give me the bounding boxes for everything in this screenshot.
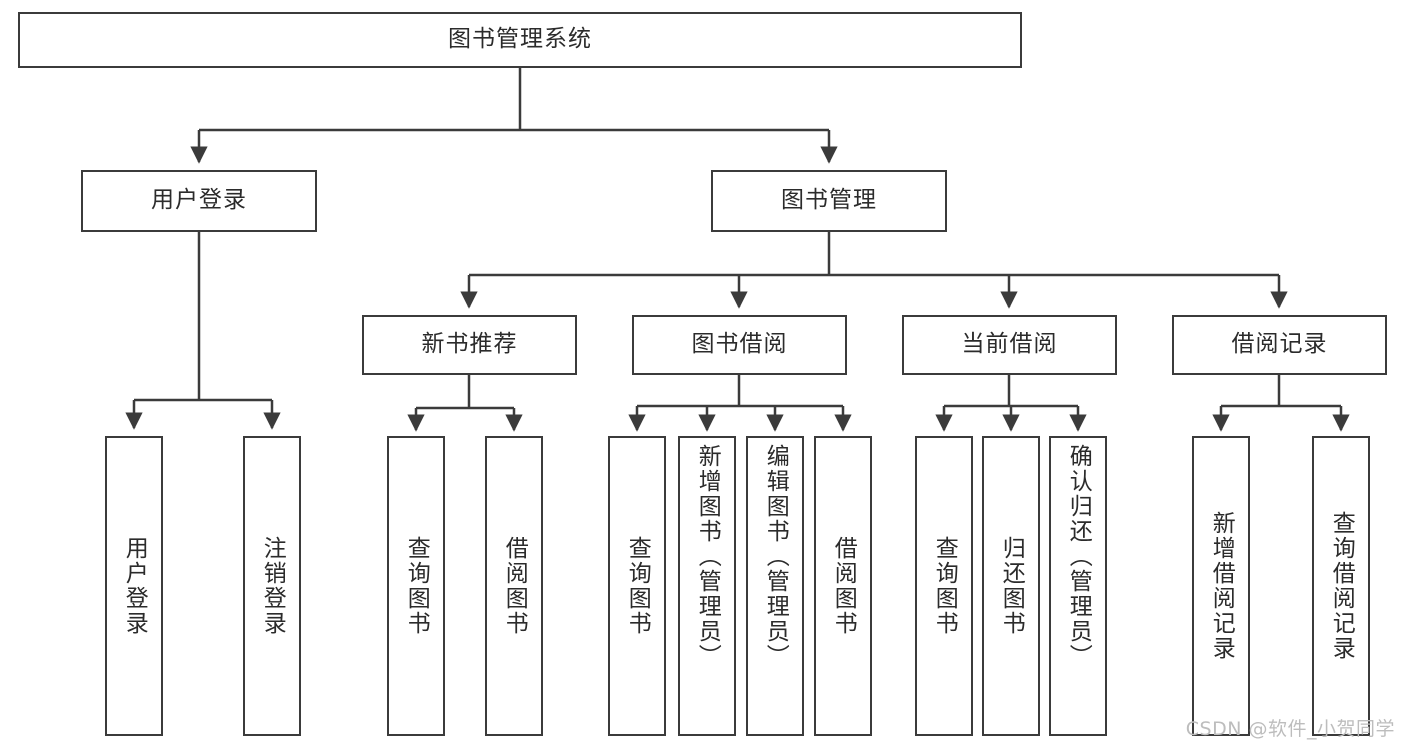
node-leaf-query-book-borrow-label: 查询图书 xyxy=(624,536,651,636)
node-leaf-query-book-recommend-label: 查询图书 xyxy=(403,536,430,636)
node-leaf-query-book-recommend[interactable]: 查询图书 xyxy=(387,436,445,736)
node-leaf-confirm-return-admin-label: 确认归还（管理员） xyxy=(1065,444,1092,669)
node-leaf-confirm-return-admin[interactable]: 确认归还（管理员） xyxy=(1049,436,1107,736)
node-leaf-query-borrow-record[interactable]: 查询借阅记录 xyxy=(1312,436,1370,736)
node-leaf-add-borrow-record-label: 新增借阅记录 xyxy=(1208,511,1235,661)
node-leaf-borrow-book[interactable]: 借阅图书 xyxy=(814,436,872,736)
node-user-login-label: 用户登录 xyxy=(151,187,247,214)
node-current-borrow-label: 当前借阅 xyxy=(961,331,1058,358)
node-leaf-return-book-label: 归还图书 xyxy=(998,536,1025,636)
node-borrow-records-label: 借阅记录 xyxy=(1231,331,1328,358)
node-book-borrow[interactable]: 图书借阅 xyxy=(632,315,847,375)
node-book-management-label: 图书管理 xyxy=(781,187,877,214)
node-leaf-borrow-book-recommend-label: 借阅图书 xyxy=(501,536,528,636)
node-current-borrow[interactable]: 当前借阅 xyxy=(902,315,1117,375)
node-leaf-borrow-book-recommend[interactable]: 借阅图书 xyxy=(485,436,543,736)
node-root-label: 图书管理系统 xyxy=(448,26,592,53)
node-leaf-user-login-label: 用户登录 xyxy=(121,536,148,636)
node-new-book-recommend[interactable]: 新书推荐 xyxy=(362,315,577,375)
watermark-text: CSDN @软件_小贺同学 xyxy=(1185,718,1395,740)
node-leaf-edit-book-admin[interactable]: 编辑图书（管理员） xyxy=(746,436,804,736)
node-leaf-query-borrow-record-label: 查询借阅记录 xyxy=(1328,511,1355,661)
node-borrow-records[interactable]: 借阅记录 xyxy=(1172,315,1387,375)
node-book-borrow-label: 图书借阅 xyxy=(691,331,788,358)
node-leaf-add-book-admin-label: 新增图书（管理员） xyxy=(694,444,721,669)
node-leaf-query-book-current-label: 查询图书 xyxy=(931,536,958,636)
node-leaf-borrow-book-label: 借阅图书 xyxy=(830,536,857,636)
node-leaf-user-login[interactable]: 用户登录 xyxy=(105,436,163,736)
node-leaf-return-book[interactable]: 归还图书 xyxy=(982,436,1040,736)
node-leaf-logout-label: 注销登录 xyxy=(259,536,286,636)
node-leaf-add-book-admin[interactable]: 新增图书（管理员） xyxy=(678,436,736,736)
node-book-management[interactable]: 图书管理 xyxy=(711,170,947,232)
node-leaf-add-borrow-record[interactable]: 新增借阅记录 xyxy=(1192,436,1250,736)
node-new-book-recommend-label: 新书推荐 xyxy=(421,331,518,358)
node-leaf-edit-book-admin-label: 编辑图书（管理员） xyxy=(762,444,789,669)
node-leaf-logout[interactable]: 注销登录 xyxy=(243,436,301,736)
node-leaf-query-book-borrow[interactable]: 查询图书 xyxy=(608,436,666,736)
node-user-login[interactable]: 用户登录 xyxy=(81,170,317,232)
node-root[interactable]: 图书管理系统 xyxy=(18,12,1022,68)
node-leaf-query-book-current[interactable]: 查询图书 xyxy=(915,436,973,736)
